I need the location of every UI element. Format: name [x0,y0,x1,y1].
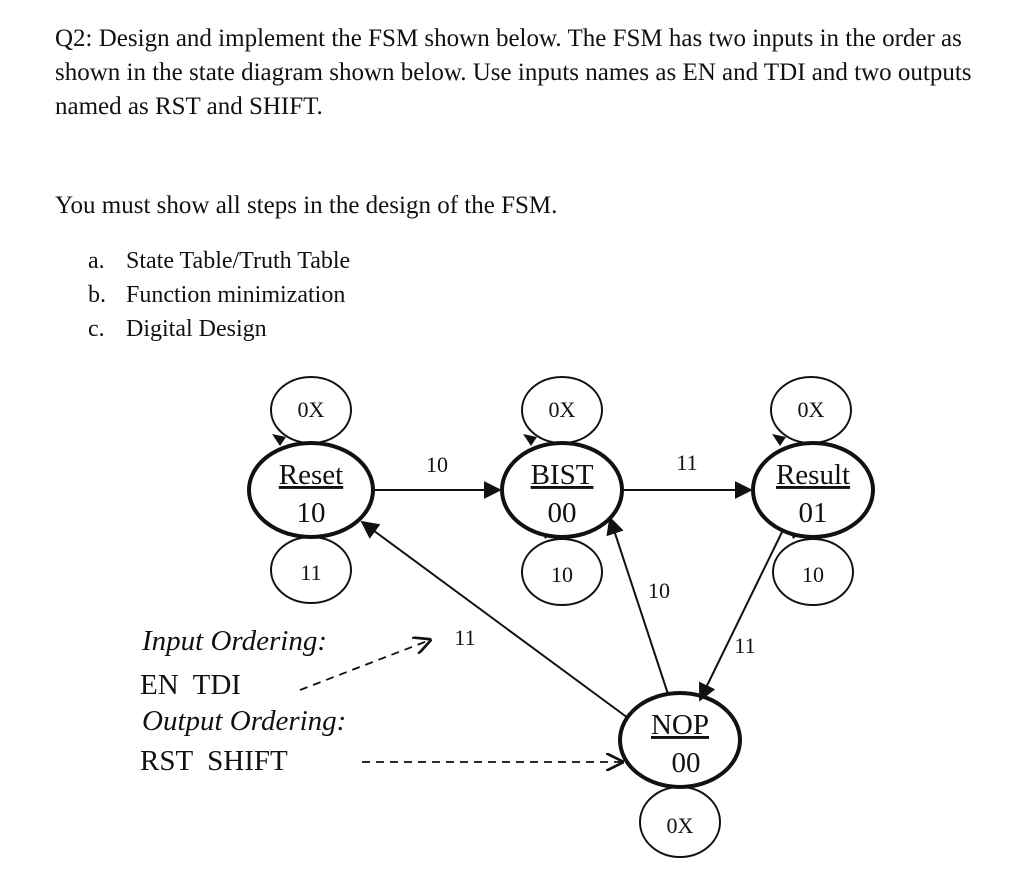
label-nop-to-bist: 10 [648,578,670,603]
output-ordering-heading: Output Ordering: [142,705,346,737]
label-bist-to-result: 11 [676,450,697,475]
output-ordering-names: RST SHIFT [140,745,288,777]
edge-nop-to-bist [606,516,669,695]
step-letter: c. [88,316,105,342]
label-reset-to-bist: 10 [426,452,448,477]
step-item: c. Digital Design [88,312,350,346]
input-ordering-names: EN TDI [140,669,241,701]
label-reset-self-top: 0X [298,397,325,422]
label-bist-self-bottom: 10 [551,562,573,587]
state-bist-name: BIST [531,459,594,491]
label-result-to-nop: 11 [734,633,755,658]
edge-nop-to-reset [360,520,629,719]
state-reset-output: 10 [297,497,326,529]
steps-list: a. State Table/Truth Table b. Function min… [88,244,350,346]
step-item: b. Function minimization [88,278,350,312]
step-letter: b. [88,282,106,308]
edge-result-to-nop [699,529,784,702]
label-reset-self-bottom: 11 [300,560,321,585]
input-ordering-pointer [299,640,430,691]
question-text: Q2: Design and implement the FSM shown b… [55,25,972,120]
state-result-output: 01 [799,497,828,529]
input-ordering-heading: Input Ordering: [141,625,327,657]
label-result-self-bottom: 10 [802,562,824,587]
state-result-name: Result [776,459,850,491]
state-reset-name: Reset [279,459,343,491]
step-letter: a. [88,248,105,274]
state-nop [618,691,742,789]
state-bist-output: 00 [548,497,577,529]
state-result [751,441,875,539]
arrow-icon [523,434,537,446]
arrow-icon [272,434,286,446]
step-text: Digital Design [126,316,267,342]
step-text: State Table/Truth Table [126,248,351,274]
step-item: a. State Table/Truth Table [88,244,350,278]
label-result-self-top: 0X [798,397,825,422]
instructions-text: You must show all steps in the design of… [55,192,558,219]
state-nop-output: 00 [672,747,701,779]
label-nop-self-bottom: 0X [667,813,694,838]
step-text: Function minimization [126,282,346,308]
label-bist-self-top: 0X [549,397,576,422]
label-nop-to-reset: 11 [454,625,475,650]
arrow-icon [772,434,786,446]
state-nop-name: NOP [651,709,709,741]
